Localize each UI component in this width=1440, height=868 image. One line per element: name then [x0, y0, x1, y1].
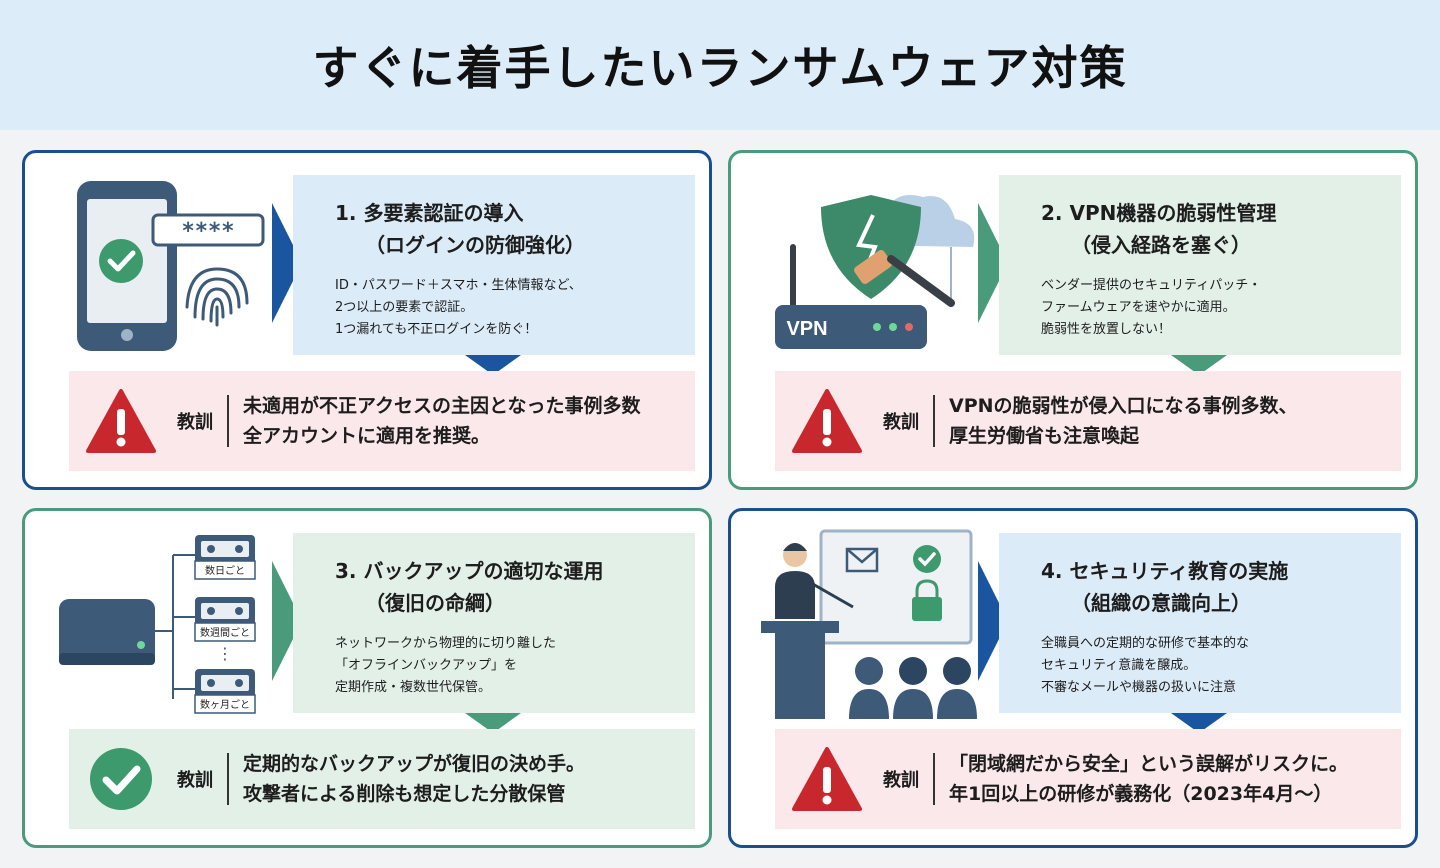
- lesson-text: 「閉域網だから安全」という誤解がリスクに。 年1回以上の研修が義務化（2023年…: [935, 749, 1348, 809]
- panel-title: 2. VPN機器の脆弱性管理: [1041, 201, 1277, 225]
- lesson-label: 教訓: [161, 753, 229, 805]
- desc-line: 1つ漏れても不正ログインを防ぐ！: [335, 322, 538, 337]
- panel-description: ID・パスワード＋スマホ・生体情報など、 2つ以上の要素で認証。 1つ漏れても不…: [335, 275, 675, 341]
- panel-title: 1. 多要素認証の導入: [335, 201, 524, 225]
- arrow-right-icon: [978, 561, 1008, 681]
- warning-icon: [787, 386, 867, 456]
- password-mask-text: ****: [182, 219, 235, 244]
- panel-mfa: **** 1. 多要素認証の導入 （ログインの防御強化） ID・パスワード＋スマ…: [22, 150, 712, 490]
- arrow-right-icon: [272, 561, 302, 681]
- desc-line: 不審なメールや機器の扱いに注意: [1041, 680, 1237, 695]
- svg-text:数日ごと: 数日ごと: [205, 564, 245, 577]
- svg-text:⋮: ⋮: [217, 644, 233, 663]
- desc-line: 「オフラインバックアップ」を: [335, 658, 518, 673]
- panel-description: 全職員への定期的な研修で基本的な セキュリティ意識を醸成。 不審なメールや機器の…: [1041, 633, 1381, 699]
- lesson-text: 定期的なバックアップが復旧の決め手。 攻撃者による削除も想定した分散保管: [229, 749, 585, 809]
- lesson-text: VPNの脆弱性が侵入口になる事例多数、 厚生労働省も注意喚起: [935, 391, 1298, 451]
- desc-line: 脆弱性を放置しない！: [1041, 322, 1172, 337]
- lesson-box-education: 教訓 「閉域網だから安全」という誤解がリスクに。 年1回以上の研修が義務化（20…: [775, 729, 1401, 829]
- desc-line: ネットワークから物理的に切り離した: [335, 636, 557, 651]
- lock-icon: [912, 579, 942, 621]
- desc-line: 定期作成・複数世代保管。: [335, 680, 492, 695]
- lesson-text: 未適用が不正アクセスの主因となった事例多数 全アカウントに適用を推奨。: [229, 391, 640, 451]
- vpn-router-shield-illustration: VPN: [775, 195, 975, 349]
- lesson-line: 未適用が不正アクセスの主因となった事例多数: [243, 395, 641, 417]
- arrow-down-icon: [465, 713, 521, 733]
- lesson-label: 教訓: [867, 753, 935, 805]
- svg-text:数ヶ月ごと: 数ヶ月ごと: [200, 698, 250, 711]
- lesson-line: 全アカウントに適用を推奨。: [243, 425, 491, 447]
- desc-line: ベンダー提供のセキュリティパッチ・: [1041, 278, 1262, 293]
- info-box-mfa: 1. 多要素認証の導入 （ログインの防御強化） ID・パスワード＋スマホ・生体情…: [293, 175, 695, 355]
- phone-fingerprint-illustration: ****: [77, 181, 265, 351]
- panel-vpn: VPN 2. VPN機器の脆弱性管理 （侵入経路を塞ぐ） ベンダー提供のセキュリ…: [728, 150, 1418, 490]
- desc-line: セキュリティ意識を醸成。: [1041, 658, 1197, 673]
- panel-subtitle: （侵入経路を塞ぐ）: [1071, 233, 1251, 257]
- warning-icon: [81, 386, 161, 456]
- arrow-down-icon: [1171, 713, 1227, 733]
- desc-line: ファームウェアを速やかに適用。: [1041, 300, 1236, 315]
- panel-subtitle: （復旧の命綱）: [365, 591, 505, 615]
- svg-text:数週間ごと: 数週間ごと: [200, 626, 250, 639]
- panel-title: 4. セキュリティ教育の実施: [1041, 559, 1289, 583]
- arrow-down-icon: [465, 355, 521, 375]
- lesson-box-vpn: 教訓 VPNの脆弱性が侵入口になる事例多数、 厚生労働省も注意喚起: [775, 371, 1401, 471]
- desc-line: 全職員への定期的な研修で基本的な: [1041, 636, 1250, 651]
- audience-icon: [849, 657, 977, 719]
- lesson-label: 教訓: [161, 395, 229, 447]
- header-banner: すぐに着手したいランサムウェア対策: [0, 0, 1440, 130]
- panel-education: 4. セキュリティ教育の実施 （組織の意識向上） 全職員への定期的な研修で基本的…: [728, 508, 1418, 848]
- lesson-line: 年1回以上の研修が義務化（2023年4月〜）: [949, 783, 1333, 805]
- page-title: すぐに着手したいランサムウェア対策: [312, 41, 1128, 95]
- lesson-line: 攻撃者による削除も想定した分散保管: [243, 783, 566, 805]
- fingerprint-icon: [185, 267, 249, 327]
- backup-tape-icon: 数ヶ月ごと: [194, 669, 256, 714]
- lesson-line: VPNの脆弱性が侵入口になる事例多数、: [949, 395, 1298, 417]
- lesson-line: 厚生労働省も注意喚起: [949, 425, 1140, 447]
- panel-description: ネットワークから物理的に切り離した 「オフラインバックアップ」を 定期作成・複数…: [335, 633, 675, 699]
- envelope-icon: [845, 547, 879, 573]
- desc-line: 2つ以上の要素で認証。: [335, 300, 474, 315]
- vpn-label: VPN: [786, 318, 827, 340]
- presenter-icon: [775, 543, 854, 619]
- panel-backup: ⋮ 数日ごと 数週間ごと 数ヶ月ごと 3. バックアップの適切な運用 （復旧の命…: [22, 508, 712, 848]
- check-circle-icon: [913, 545, 941, 573]
- lesson-box-backup: 教訓 定期的なバックアップが復旧の決め手。 攻撃者による削除も想定した分散保管: [69, 729, 695, 829]
- shield-icon: [821, 195, 921, 299]
- info-box-vpn: 2. VPN機器の脆弱性管理 （侵入経路を塞ぐ） ベンダー提供のセキュリティパッ…: [999, 175, 1401, 355]
- backup-tape-icon: 数週間ごと: [194, 597, 256, 642]
- lesson-line: 「閉域網だから安全」という誤解がリスクに。: [949, 753, 1349, 775]
- wrench-icon: [854, 250, 955, 307]
- training-presenter-illustration: [761, 529, 977, 719]
- lesson-box-mfa: 教訓 未適用が不正アクセスの主因となった事例多数 全アカウントに適用を推奨。: [69, 371, 695, 471]
- panel-subtitle: （組織の意識向上）: [1071, 591, 1251, 615]
- arrow-right-icon: [272, 203, 302, 323]
- info-box-backup: 3. バックアップの適切な運用 （復旧の命綱） ネットワークから物理的に切り離し…: [293, 533, 695, 713]
- arrow-right-icon: [978, 203, 1008, 323]
- warning-icon: [787, 744, 867, 814]
- check-circle-icon: [99, 239, 143, 283]
- backup-drive-illustration: ⋮ 数日ごと 数週間ごと 数ヶ月ごと: [59, 535, 256, 714]
- check-icon: [81, 744, 161, 814]
- lesson-label: 教訓: [867, 395, 935, 447]
- info-box-education: 4. セキュリティ教育の実施 （組織の意識向上） 全職員への定期的な研修で基本的…: [999, 533, 1401, 713]
- arrow-down-icon: [1171, 355, 1227, 375]
- hard-drive-icon: [59, 599, 155, 665]
- desc-line: ID・パスワード＋スマホ・生体情報など、: [335, 278, 582, 293]
- panel-description: ベンダー提供のセキュリティパッチ・ ファームウェアを速やかに適用。 脆弱性を放置…: [1041, 275, 1381, 341]
- lesson-line: 定期的なバックアップが復旧の決め手。: [243, 753, 586, 775]
- panel-title: 3. バックアップの適切な運用: [335, 559, 604, 583]
- backup-tape-icon: 数日ごと: [194, 535, 256, 580]
- panel-subtitle: （ログインの防御強化）: [365, 233, 585, 257]
